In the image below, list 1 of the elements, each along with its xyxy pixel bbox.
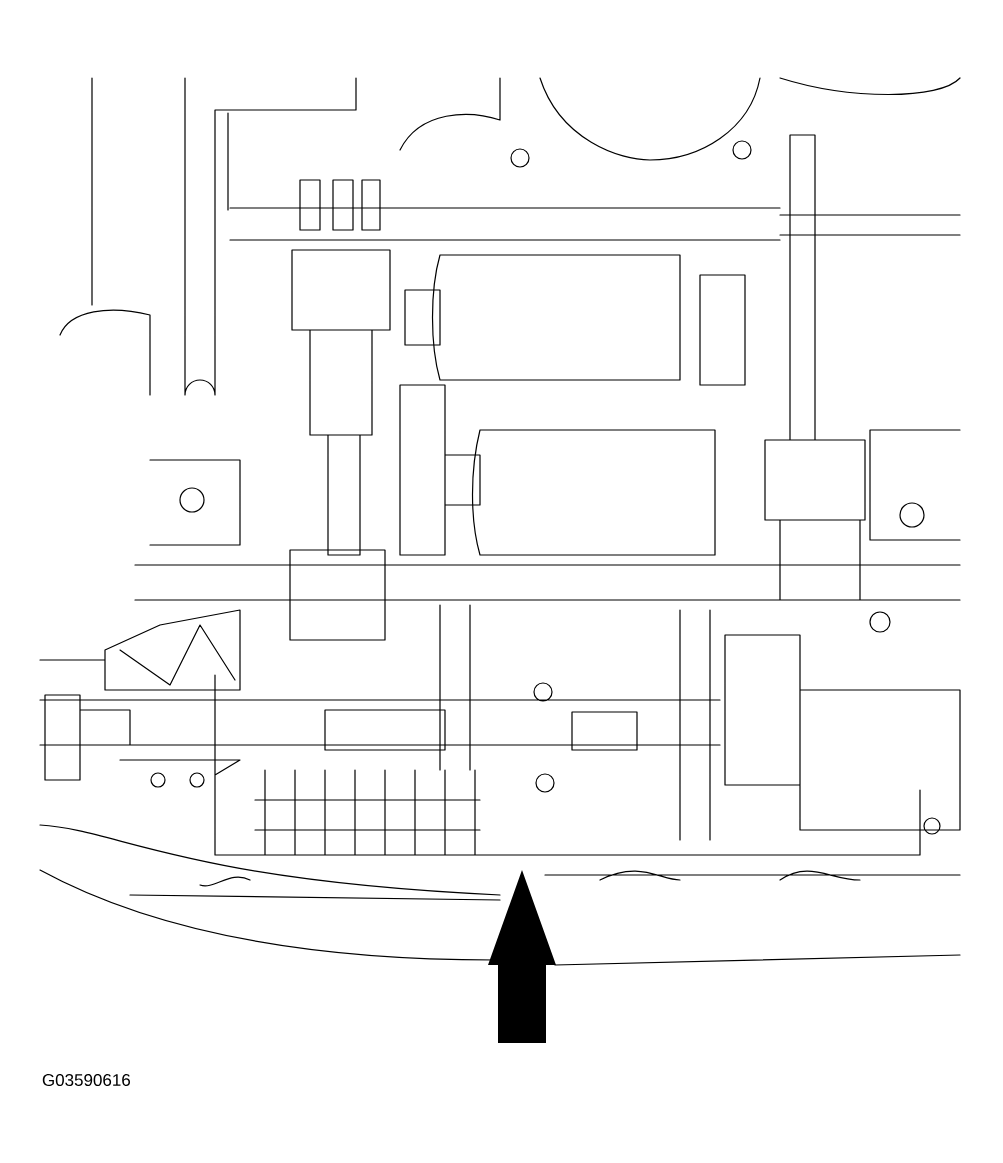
figure-code: G03590616: [42, 1074, 131, 1087]
